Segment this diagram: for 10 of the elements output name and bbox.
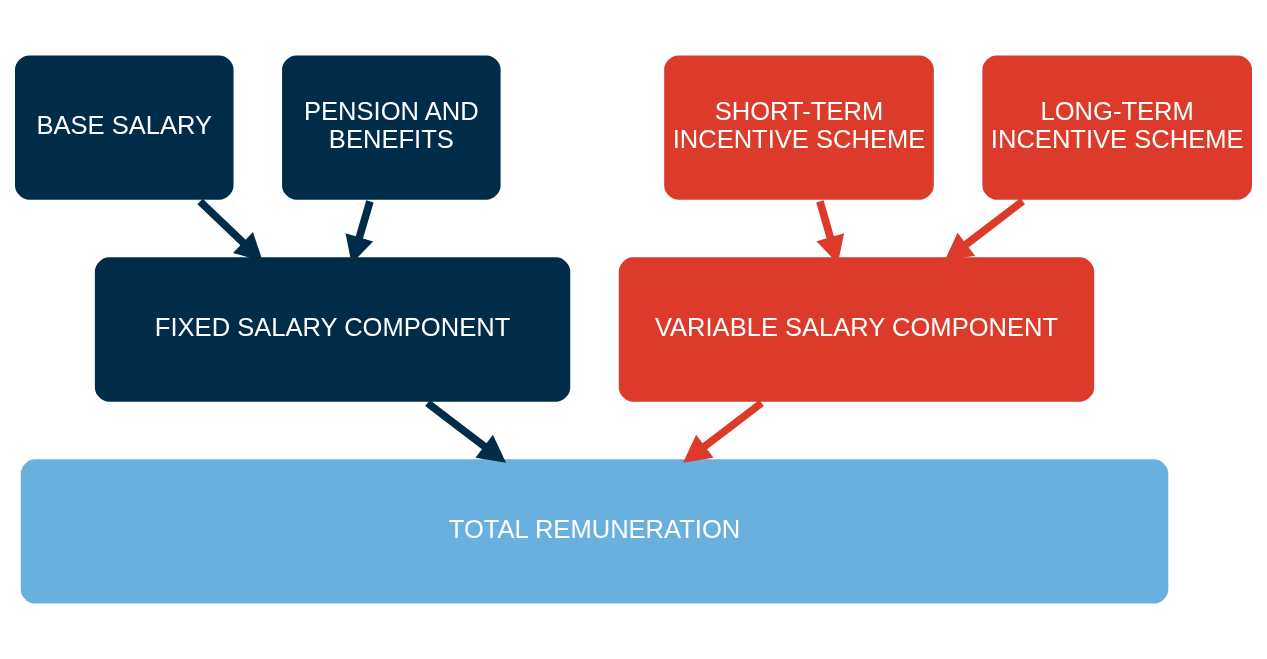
arrow — [425, 399, 507, 463]
arrow — [944, 198, 1026, 261]
node-box: LONG-TERM INCENTIVE SCHEME — [979, 52, 1255, 203]
node-box: PENSION AND BENEFITS — [279, 52, 504, 203]
node-box: VARIABLE SALARY COMPONENT — [616, 254, 1097, 405]
node-box: BASE SALARY — [12, 52, 237, 203]
node-box: SHORT-TERM INCENTIVE SCHEME — [661, 52, 937, 203]
node-box: TOTAL REMUNERATION — [18, 456, 1171, 607]
arrow — [683, 399, 764, 463]
node-box: FIXED SALARY COMPONENT — [92, 254, 573, 405]
